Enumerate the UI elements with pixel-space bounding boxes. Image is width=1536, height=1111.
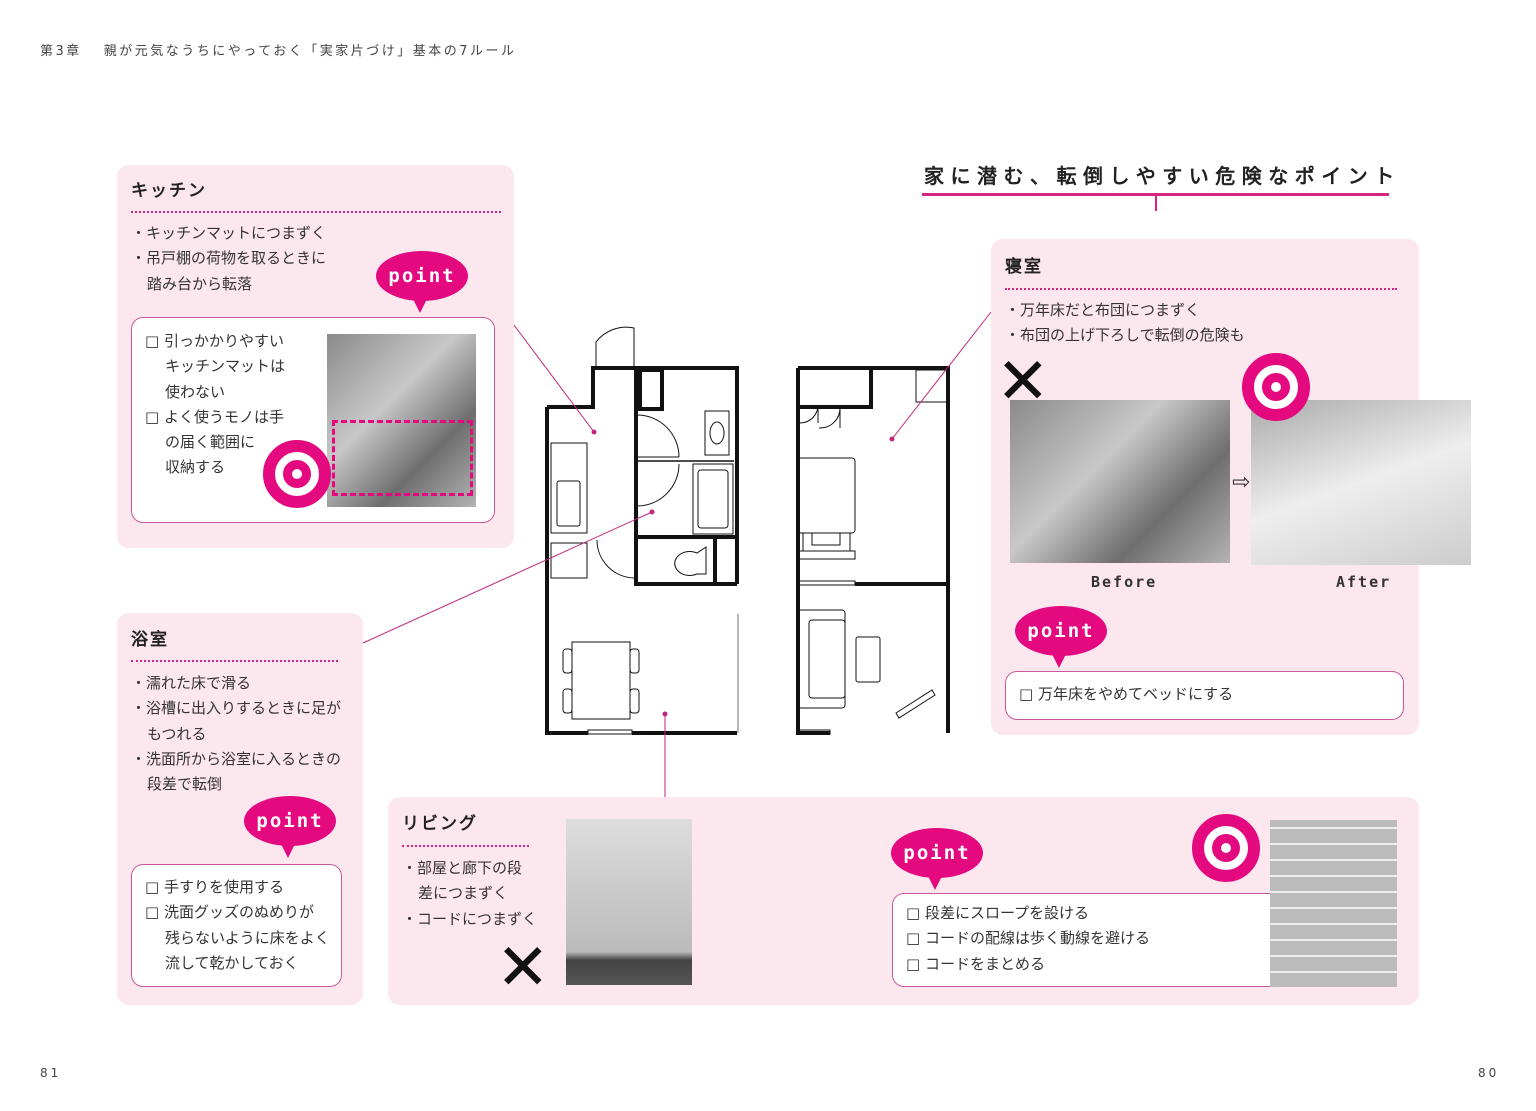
title-tick: [1155, 193, 1157, 211]
kitchen-cupboard-photo: [327, 334, 476, 507]
double-circle-icon: [1192, 814, 1260, 882]
divider: [131, 660, 338, 662]
chapter-title: 親が元気なうちにやっておく「実家片づけ」基本の7ルール: [103, 44, 517, 59]
bathroom-title: 浴室: [131, 630, 169, 650]
kitchen-checklist: □ 引っかかりやすい キッチンマットは 使わない □ よく使うモノは手 の届く範…: [145, 329, 285, 481]
list-item: ・コードにつまずく: [402, 909, 538, 928]
living-hazards: ・部屋と廊下の段 差につまずく ・コードにつまずく: [402, 856, 537, 932]
outlet-cord-photo: [566, 819, 692, 985]
checklist-item: □ 万年床をやめてベッドにする: [1019, 685, 1234, 703]
before-label: Before: [1091, 573, 1158, 591]
living-title: リビング: [402, 814, 478, 834]
running-header: 第3章 親が元気なうちにやっておく「実家片づけ」基本の7ルール: [40, 40, 517, 59]
bedroom-checklist-box: [1005, 671, 1404, 720]
page-number-right: 80: [1478, 1066, 1500, 1080]
point-bubble: point: [244, 796, 336, 858]
list-item: ・布団の上げ下ろしで転倒の危険も: [1005, 326, 1245, 345]
point-bubble: point: [891, 828, 983, 890]
double-circle-icon: [1242, 353, 1310, 421]
list-item: ・万年床だと布団につまずく: [1005, 301, 1201, 319]
checklist-item: □ よく使うモノは手: [145, 407, 284, 426]
x-mark-icon: ✕: [496, 931, 550, 1005]
checklist-item: □ 手すりを使用する: [145, 878, 284, 896]
list-item: ・部屋と廊下の段: [402, 859, 523, 877]
list-item: ・洗面所から浴室に入るときの: [131, 749, 342, 768]
list-item: ・濡れた床で滑る: [131, 674, 252, 692]
arrow-right-icon: ⇨: [1232, 470, 1251, 495]
divider: [131, 211, 501, 213]
after-label: After: [1336, 573, 1392, 591]
page-number-left: 81: [40, 1066, 62, 1080]
double-circle-icon: [263, 440, 331, 508]
point-bubble: point: [1015, 606, 1107, 668]
kitchen-title: キッチン: [131, 181, 207, 201]
kitchen-hazards: ・キッチンマットにつまずく ・吊戸棚の荷物を取るときに 踏み台から転落: [131, 221, 326, 297]
x-mark-icon: ✕: [996, 345, 1050, 419]
list-item: ・吊戸棚の荷物を取るときに: [131, 249, 327, 268]
point-bubble: point: [376, 251, 468, 313]
list-item: ・キッチンマットにつまずく: [131, 224, 327, 242]
divider: [1005, 288, 1397, 290]
checklist-item: □ 段差にスロープを設ける: [906, 904, 1090, 922]
bedroom-checklist: □ 万年床をやめてベッドにする: [1019, 682, 1233, 707]
living-checklist: □ 段差にスロープを設ける □ コードの配線は歩く動線を避ける □ コードをまと…: [906, 901, 1150, 977]
list-item: ・浴槽に出入りするときに足が: [131, 699, 342, 718]
bathroom-hazards: ・濡れた床で滑る ・浴槽に出入りするときに足が もつれる ・洗面所から浴室に入る…: [131, 671, 341, 797]
page-title: 家に潜む、転倒しやすい危険なポイント: [924, 164, 1401, 188]
list-item: 踏み台から転落: [147, 274, 253, 293]
bathroom-checklist-box: [131, 864, 342, 987]
cord-organizer-photo: [1270, 820, 1397, 987]
checklist-item: □ コードをまとめる: [906, 954, 1045, 973]
bedroom-before-photo: [1010, 400, 1230, 563]
bedroom-title: 寝室: [1005, 257, 1043, 277]
checklist-item: □ 洗面グッズのぬめりが: [145, 903, 314, 922]
living-checklist-box: [892, 893, 1290, 987]
checklist-item: □ コードの配線は歩く動線を避ける: [906, 929, 1150, 948]
bathroom-checklist: □ 手すりを使用する □ 洗面グッズのぬめりが 残らないように床をよく 流して乾…: [145, 875, 330, 976]
divider: [402, 845, 529, 847]
bedroom-after-photo: [1251, 400, 1471, 565]
checklist-item: □ 引っかかりやすい: [145, 332, 284, 350]
chapter-number: 第3章: [40, 44, 82, 59]
bedroom-hazards: ・万年床だと布団につまずく ・布団の上げ下ろしで転倒の危険も: [1005, 298, 1245, 349]
